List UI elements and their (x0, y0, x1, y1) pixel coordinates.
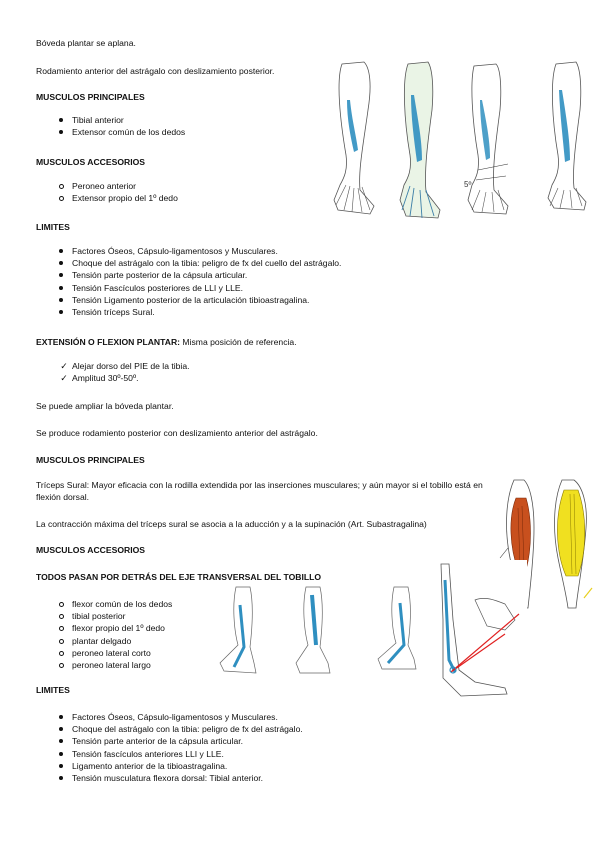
list-item: Tensión fascículos anteriores LLI y LLE. (59, 748, 303, 760)
list-item: Choque del astrágalo con la tibia: pelig… (58, 258, 342, 269)
flexion-accesorios-list: Peroneo anterior Extensor propio del 1º … (59, 180, 178, 204)
ext-accesorios-subheading: TODOS PASAN POR DETRÁS DEL EJE TRANSVERS… (36, 572, 322, 582)
dorsiflexion-muscles-figure: 5º (333, 61, 587, 219)
ext-limites-list: Factores Óseos, Cápsulo-ligamentosos y M… (59, 711, 303, 784)
leg-illustration-5 (219, 586, 257, 674)
triceps-surae-figure (499, 479, 593, 609)
flexion-limites-heading: LIMITES (36, 222, 70, 232)
leg-illustration-2 (399, 61, 441, 219)
flexion-principal-heading: MUSCULOS PRINCIPALES (36, 92, 145, 102)
list-item: Factores Óseos, Cápsulo-ligamentosos y M… (59, 711, 303, 723)
leg-illustration-4 (547, 61, 587, 211)
list-item: Ligamento anterior de la tibioastragalin… (59, 760, 303, 772)
contraction-paragraph: La contracción máxima del tríceps sural … (36, 519, 427, 529)
list-item: peroneo lateral corto (58, 647, 172, 659)
list-item: Tensión parte anterior de la cápsula art… (59, 735, 303, 747)
list-item: Tensión parte posterior de la cápsula ar… (58, 269, 341, 281)
extension-checks: ✓Alejar dorso del PIE de la tibia. ✓Ampl… (60, 360, 190, 384)
flexion-line-boveda: Bóveda plantar se aplana. (36, 38, 136, 48)
ext-accesorios-heading: MUSCULOS ACCESORIOS (36, 545, 146, 555)
list-item: ✓Alejar dorso del PIE de la tibia. (60, 361, 190, 371)
list-item: Tibial anterior (58, 114, 185, 126)
extension-heading-line: EXTENSIÓN O FLEXION PLANTAR: Misma posic… (36, 337, 297, 347)
flexion-line-rodamiento: Rodamiento anterior del astrágalo con de… (36, 66, 275, 76)
list-item: Peroneo anterior (59, 180, 178, 192)
angle-label: 5º (464, 180, 471, 189)
ext-principal-heading: MUSCULOS PRINCIPALES (36, 455, 145, 465)
list-item: ✓Amplitud 30º-50º. (60, 373, 139, 384)
check-icon: ✓ (60, 361, 68, 371)
flexion-limites-list: Factores Óseos, Cápsulo-ligamentosos y M… (58, 245, 342, 318)
leg-illustration-6 (295, 586, 331, 674)
list-item: peroneo lateral largo (58, 659, 172, 671)
list-item: flexor común de los dedos (58, 599, 173, 609)
triceps-paragraph: Tríceps Sural: Mayor eficacia con la rod… (36, 480, 483, 502)
check-icon: ✓ (60, 373, 68, 384)
list-item: Choque del astrágalo con la tibia: pelig… (59, 724, 303, 735)
list-item: Tensión tríceps Sural. (58, 306, 341, 318)
list-item: Tensión musculatura flexora dorsal: Tibi… (59, 772, 303, 784)
flexion-accesorios-heading: MUSCULOS ACCESORIOS (36, 157, 146, 167)
ankle-skeleton-figure (435, 560, 527, 700)
list-item: Extensor común de los dedos (58, 127, 186, 138)
extension-line-rodamiento: Se produce rodamiento posterior con desl… (36, 428, 318, 438)
foot-sketch (474, 598, 516, 631)
list-item: tibial posterior (58, 610, 172, 622)
list-item: Factores Óseos, Cápsulo-ligamentosos y M… (58, 245, 341, 257)
extension-heading: EXTENSIÓN O FLEXION PLANTAR: (36, 337, 181, 347)
extension-heading-rest: Misma posición de referencia. (180, 337, 297, 347)
red-arrow-line (450, 613, 520, 673)
list-item: Tensión Ligamento posterior de la articu… (58, 294, 341, 306)
ext-limites-heading: LIMITES (36, 685, 70, 695)
extension-line-boveda: Se puede ampliar la bóveda plantar. (36, 401, 174, 411)
list-item: Extensor propio del 1º dedo (59, 193, 178, 204)
leg-illustration-1 (333, 61, 375, 215)
list-item: plantar delgado (58, 635, 172, 647)
list-item: flexor propio del 1º dedo (58, 622, 172, 634)
ext-accesorios-list: flexor común de los dedos tibial posteri… (58, 598, 173, 671)
flexion-principal-list: Tibial anterior Extensor común de los de… (58, 114, 186, 138)
list-item: Tensión Fascículos posteriores de LLI y … (58, 282, 341, 294)
plantarflexion-accessory-figures (219, 586, 417, 674)
leg-illustration-3 (467, 63, 509, 215)
leg-illustration-7 (377, 586, 417, 670)
